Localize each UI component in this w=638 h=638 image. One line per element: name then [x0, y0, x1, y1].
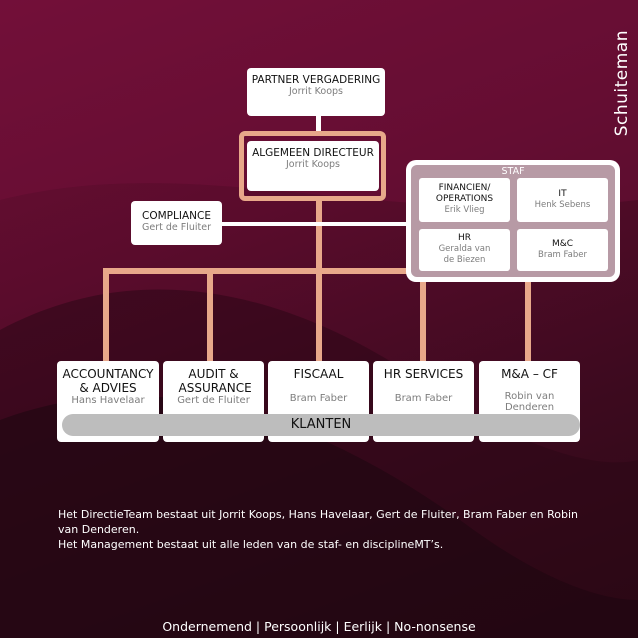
discipline-name: Hans Havelaar — [71, 395, 145, 406]
brand-name: Schuiteman — [612, 30, 632, 137]
discipline-title: AUDIT & ASSURANCE — [178, 367, 252, 395]
director-title: ALGEMEEN DIRECTEUR — [252, 147, 374, 159]
staf-item-name: Bram Faber — [538, 250, 587, 260]
compliance-connector — [221, 222, 411, 226]
director-name: Jorrit Koops — [285, 159, 340, 170]
hr-services-connector — [420, 270, 426, 362]
partner-title: PARTNER VERGADERING — [251, 74, 381, 86]
staf-item-name: Geralda van de Biezen — [438, 244, 491, 265]
discipline-horizontal-connector — [103, 268, 531, 274]
discipline-name: Gert de Fluiter — [177, 395, 250, 406]
director-frame — [239, 131, 386, 201]
partner-director-connector — [316, 116, 321, 136]
staf-box-mc: M&C Bram Faber — [517, 229, 608, 271]
compliance-name: Gert de Fluiter — [142, 222, 211, 233]
tagline: Ondernemend | Persoonlijk | Eerlijk | No… — [162, 619, 476, 634]
staf-title: STAF — [501, 166, 525, 177]
discipline-title: M&A – CF — [501, 367, 558, 381]
staf-item-name: Henk Sebens — [534, 200, 591, 210]
discipline-name: Robin van Denderen — [504, 391, 555, 413]
staf-box-financien: FINANCIEN/ OPERATIONS Erik Vlieg — [419, 178, 510, 222]
partner-name: Jorrit Koops — [288, 86, 343, 97]
klanten-bar: KLANTEN — [62, 414, 580, 436]
staf-box-it: IT Henk Sebens — [517, 178, 608, 222]
staf-item-title: HR — [457, 233, 472, 243]
staf-group: STAF FINANCIEN/ OPERATIONS Erik Vlieg IT… — [406, 160, 620, 282]
compliance-title: COMPLIANCE — [142, 210, 211, 222]
audit-connector — [207, 268, 213, 362]
discipline-name: Bram Faber — [394, 393, 453, 404]
discipline-title: HR SERVICES — [383, 367, 464, 381]
accountancy-connector — [103, 268, 109, 362]
compliance-box: COMPLIANCE Gert de Fluiter — [131, 201, 222, 245]
discipline-title: ACCOUNTANCY & ADVIES — [62, 367, 154, 395]
staf-item-title: FINANCIEN/ OPERATIONS — [435, 183, 494, 204]
staf-item-title: IT — [558, 189, 567, 199]
discipline-title: FISCAAL — [293, 367, 344, 381]
partner-vergadering-box: PARTNER VERGADERING Jorrit Koops — [247, 68, 385, 116]
staf-item-name: Erik Vlieg — [444, 205, 485, 215]
footnote-line-directieteam: Het DirectieTeam bestaat uit Jorrit Koop… — [58, 508, 579, 536]
algemeen-directeur-box: ALGEMEEN DIRECTEUR Jorrit Koops — [247, 141, 379, 191]
footnote-line-management: Het Management bestaat uit alle leden va… — [58, 538, 444, 551]
director-trunk-connector — [316, 200, 322, 362]
ma-cf-connector — [525, 270, 531, 362]
staf-item-title: M&C — [551, 239, 574, 249]
discipline-name: Bram Faber — [289, 393, 348, 404]
footnote: Het DirectieTeam bestaat uit Jorrit Koop… — [58, 507, 598, 552]
staf-box-hr: HR Geralda van de Biezen — [419, 229, 510, 271]
